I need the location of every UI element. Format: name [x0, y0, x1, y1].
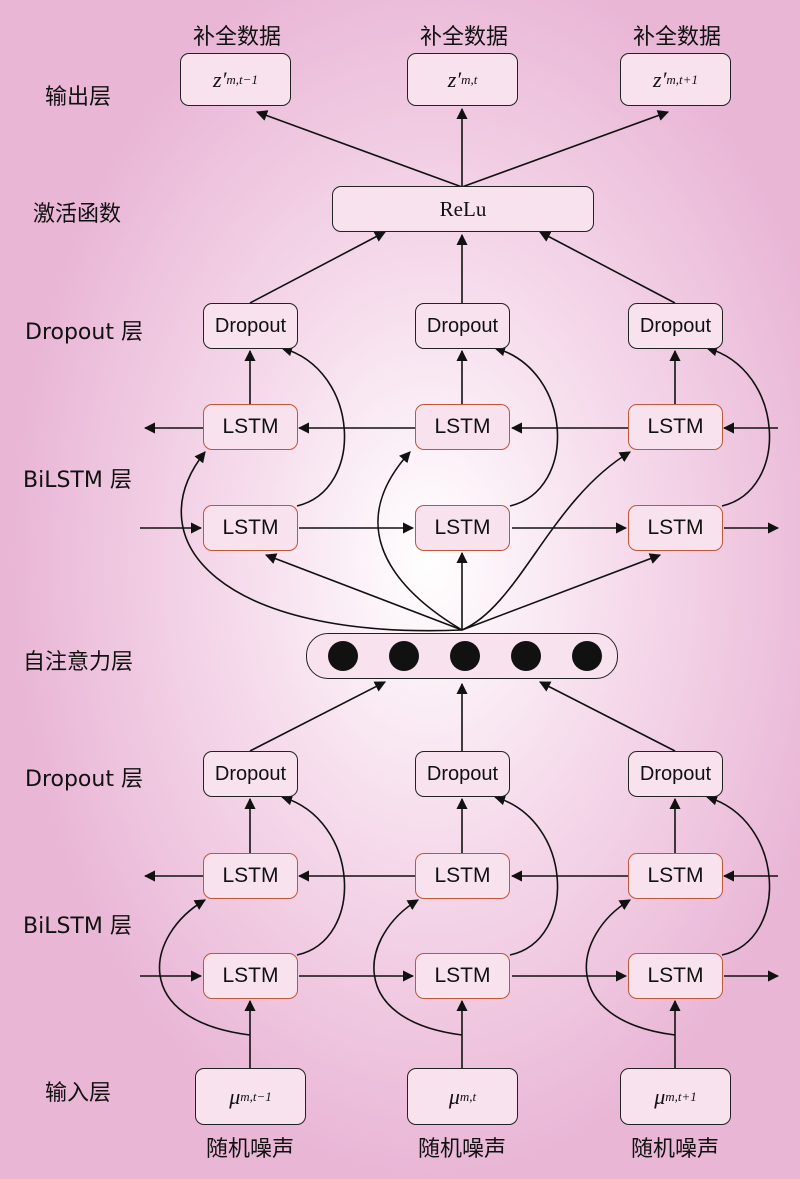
output-subscript: m,t: [461, 71, 478, 87]
output-subscript: m,t+1: [666, 71, 698, 87]
output-subscript: m,t−1: [226, 71, 258, 87]
output-node: z′m,t+1: [620, 53, 731, 106]
relu-node: ReLu: [332, 186, 594, 232]
layer-label-attention: 自注意力层: [23, 650, 134, 675]
dropout-node: Dropout: [203, 303, 298, 349]
lstm-forward-node: LSTM: [415, 953, 510, 999]
output-symbol: z′: [447, 66, 462, 92]
lstm-backward-node: LSTM: [628, 404, 723, 450]
lstm-forward-node: LSTM: [203, 953, 298, 999]
layer-label-bilstm-upper: BiLSTM 层: [23, 468, 132, 493]
input-subscript: m,t+1: [665, 1088, 697, 1104]
dropout-node: Dropout: [628, 751, 723, 797]
lstm-backward-node: LSTM: [415, 404, 510, 450]
lstm-backward-node: LSTM: [415, 853, 510, 899]
layer-label-dropout-lower: Dropout 层: [25, 767, 143, 792]
top-caption: 补全数据: [419, 25, 508, 50]
dropout-node: Dropout: [415, 751, 510, 797]
lstm-backward-node: LSTM: [203, 853, 298, 899]
attention-unit: [572, 641, 602, 671]
attention-unit: [389, 641, 419, 671]
layer-label-dropout-upper: Dropout 层: [25, 320, 143, 345]
output-symbol: z′: [653, 66, 667, 92]
layer-label-input: 输入层: [45, 1081, 112, 1106]
layer-label-bilstm-lower: BiLSTM 层: [23, 914, 132, 939]
input-symbol: μ: [448, 1083, 460, 1109]
lstm-forward-node: LSTM: [203, 505, 298, 551]
output-node: z′m,t: [407, 53, 518, 106]
bottom-caption: 随机噪声: [417, 1137, 506, 1162]
dropout-node: Dropout: [203, 751, 298, 797]
input-subscript: m,t: [459, 1088, 477, 1104]
output-node: z′m,t−1: [180, 53, 291, 106]
dropout-node: Dropout: [415, 303, 510, 349]
layer-label-output: 输出层: [45, 85, 112, 110]
output-symbol: z′: [213, 66, 227, 92]
attention-unit: [511, 641, 541, 671]
attention-unit: [450, 641, 480, 671]
lstm-backward-node: LSTM: [628, 853, 723, 899]
top-caption: 补全数据: [192, 25, 281, 50]
lstm-forward-node: LSTM: [628, 953, 723, 999]
input-symbol: μ: [654, 1083, 666, 1109]
attention-unit: [328, 641, 358, 671]
input-subscript: m,t−1: [240, 1088, 272, 1104]
lstm-backward-node: LSTM: [203, 404, 298, 450]
layer-label-activation: 激活函数: [33, 202, 122, 227]
lstm-forward-node: LSTM: [628, 505, 723, 551]
top-caption: 补全数据: [632, 25, 721, 50]
bottom-caption: 随机噪声: [630, 1137, 719, 1162]
bottom-caption: 随机噪声: [205, 1137, 294, 1162]
input-symbol: μ: [229, 1083, 241, 1109]
dropout-node: Dropout: [628, 303, 723, 349]
lstm-forward-node: LSTM: [415, 505, 510, 551]
